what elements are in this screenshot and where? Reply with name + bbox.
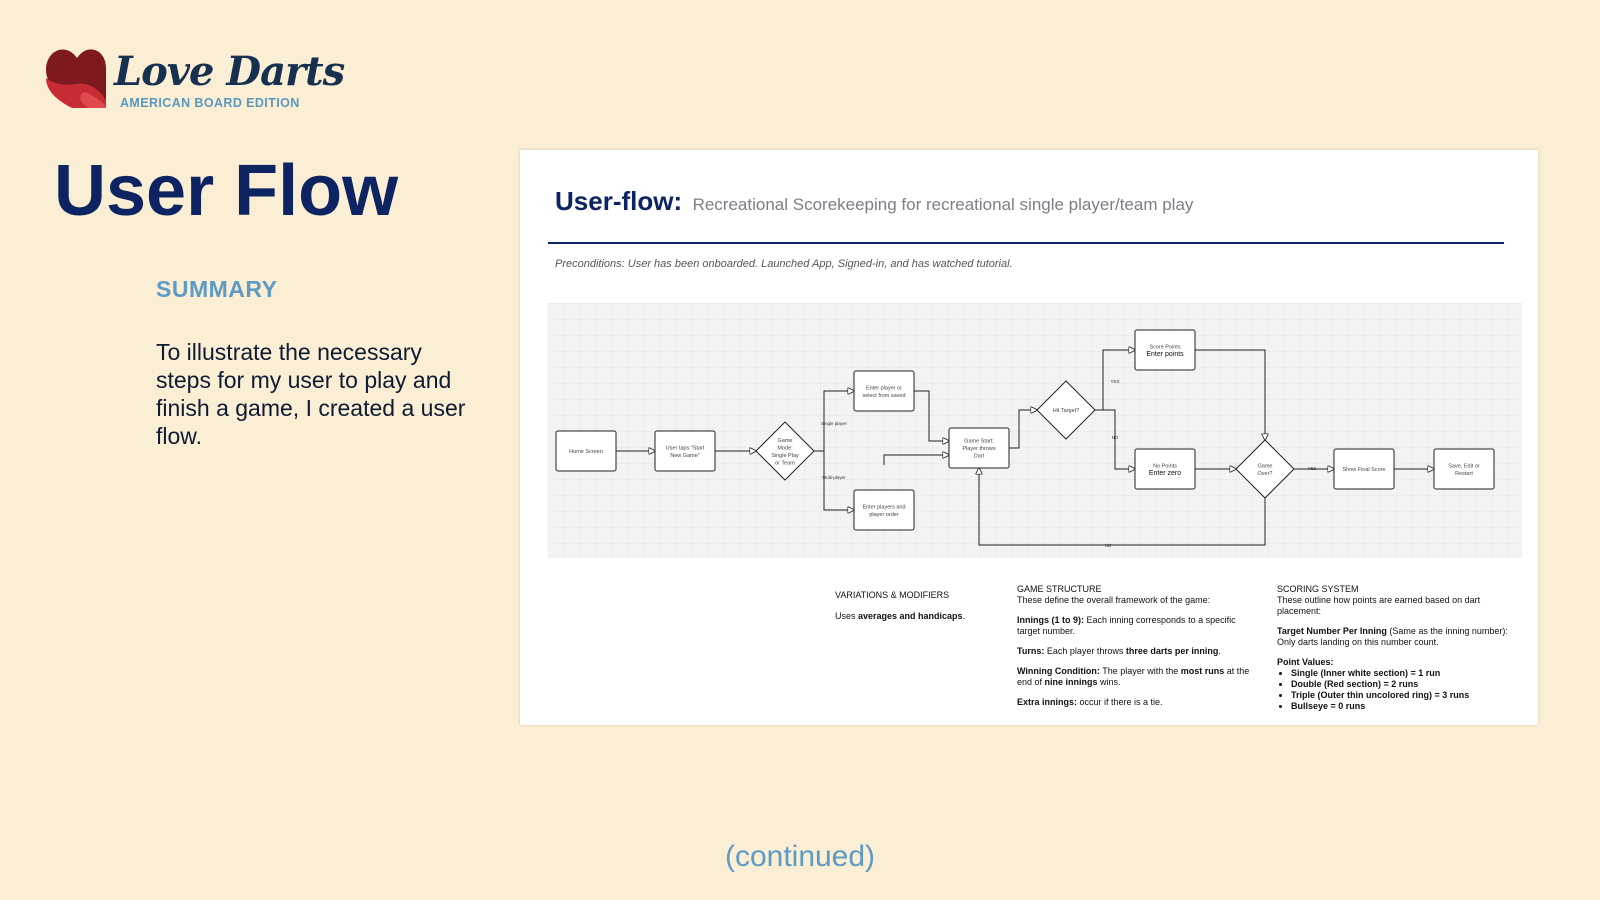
flow-node-label: Home Screen (569, 449, 603, 455)
flow-connector (914, 390, 949, 441)
flow-node-label: Restart (1455, 471, 1473, 477)
flow-node-label: Mode: (777, 445, 793, 451)
flow-node-label: Game (778, 438, 793, 444)
edge-label: Single player (821, 421, 848, 426)
preconditions: Preconditions: User has been onboarded. … (555, 258, 1013, 270)
variations-heading: VARIATIONS & MODIFIERS (835, 590, 950, 600)
target-rule: Target Number Per Inning (Same as the in… (1277, 626, 1508, 647)
flow-node-shape (755, 421, 815, 481)
point-value-item: Triple (Outer thin uncolored ring) = 3 r… (1291, 690, 1517, 701)
summary-body: To illustrate the necessary steps for my… (156, 339, 466, 449)
edge-label: NO (1112, 435, 1119, 440)
flow-node-shape (1333, 448, 1395, 490)
flow-node-label: User taps "Start (666, 445, 705, 451)
card-title: User-flow: Recreational Scorekeeping for… (555, 186, 1193, 217)
scoring-system: SCORING SYSTEM These outline how points … (1277, 584, 1517, 712)
flow-connector (1195, 349, 1265, 440)
flow-node-label: Enter players and (862, 504, 905, 510)
heart-logo-icon (46, 49, 106, 108)
flow-node-enter-players: Enter players and player order (853, 489, 915, 531)
summary-heading: SUMMARY (156, 276, 278, 302)
variations-modifiers: VARIATIONS & MODIFIERS Uses averages and… (835, 590, 995, 631)
flow-node-label: Game Start: (964, 439, 994, 445)
extra-innings-rule: Extra innings: occur if there is a tie. (1017, 697, 1163, 707)
flow-node-label: Hit Target? (1053, 408, 1080, 414)
flow-node-label: Over? (1258, 471, 1273, 477)
flow-node-shape (1433, 448, 1495, 490)
flow-node-shape (1036, 380, 1096, 440)
flow-node-label: Dart (974, 454, 985, 460)
flow-connector (979, 468, 1266, 546)
edge-label: NO (1105, 543, 1112, 548)
turns-rule: Turns: Each player throws three darts pe… (1017, 646, 1221, 656)
flow-node-label: No Points (1153, 463, 1177, 469)
edge-label: Multi-player (822, 475, 846, 480)
flow-node-enter-player: Enter player or select from saved (853, 370, 915, 412)
scoring-intro: These outline how points are earned base… (1277, 595, 1481, 616)
game-structure-intro: These define the overall framework of th… (1017, 595, 1211, 605)
point-value-item: Bullseye = 0 runs (1291, 701, 1517, 712)
flow-node-shape (1134, 329, 1196, 371)
card-title-subtitle: Recreational Scorekeeping for recreation… (692, 195, 1194, 214)
flow-node-save-edit: Save, Edit or Restart (1433, 448, 1495, 490)
logo: Love Darts AMERICAN BOARD EDITION (44, 44, 345, 116)
flow-connector (1095, 409, 1135, 469)
game-structure-heading: GAME STRUCTURE (1017, 584, 1102, 594)
variations-text: Uses averages and handicaps. (835, 611, 966, 621)
point-value-item: Double (Red section) = 2 runs (1291, 679, 1517, 690)
flow-node-label: Game (1258, 463, 1273, 469)
flow-node-home: Home Screen (555, 430, 617, 472)
scoring-heading: SCORING SYSTEM (1277, 584, 1359, 594)
flow-node-shape (1134, 448, 1196, 490)
flow-node-label: Score Points (1149, 344, 1180, 350)
card-title-main: User-flow: (555, 186, 683, 216)
flow-node-shape (853, 489, 915, 531)
flow-node-label: New Game" (670, 453, 700, 459)
flow-node-shape (555, 430, 617, 472)
flow-node-label: Enter points (1146, 351, 1184, 358)
flow-node-hit-target: Hit Target? (1036, 380, 1096, 440)
flow-node-show-final: Show Final Score (1333, 448, 1395, 490)
point-value-item: Single (Inner white section) = 1 run (1291, 668, 1517, 679)
flow-node-label: Single Play (771, 453, 799, 459)
edge-label: YES (1307, 466, 1316, 471)
game-structure: GAME STRUCTURE These define the overall … (1017, 584, 1257, 717)
logo-title: Love Darts (114, 48, 345, 95)
flow-node-shape (1235, 439, 1295, 499)
flow-node-label: Enter zero (1149, 470, 1181, 477)
flow-node-label: Enter player or (866, 385, 902, 391)
flow-connector (814, 450, 854, 510)
flow-node-label: Save, Edit or (1448, 463, 1480, 469)
innings-rule: Innings (1 to 9): Each inning correspond… (1017, 615, 1236, 636)
divider (548, 242, 1504, 244)
flow-connector (1009, 410, 1037, 449)
flow-node-label: Show Final Score (1342, 467, 1385, 473)
point-values-list: Single (Inner white section) = 1 run Dou… (1277, 668, 1517, 712)
flow-node-label: player order (869, 512, 899, 518)
flow-node-shape (948, 427, 1010, 469)
winning-rule: Winning Condition: The player with the m… (1017, 666, 1250, 687)
flow-connector (883, 455, 949, 465)
flow-node-label: Player throws (962, 446, 996, 452)
flow-node-shape (654, 430, 716, 472)
user-flow-card: User-flow: Recreational Scorekeeping for… (520, 150, 1538, 725)
continued-label: (continued) (724, 840, 876, 873)
flow-node-shape (853, 370, 915, 412)
edge-label: YES (1110, 379, 1119, 384)
flow-node-label: select from saved (862, 393, 905, 399)
flow-node-label: or Team (775, 460, 795, 466)
page-title: User Flow (54, 151, 399, 231)
point-values-heading: Point Values: (1277, 657, 1334, 667)
logo-subtitle: AMERICAN BOARD EDITION (120, 96, 300, 110)
